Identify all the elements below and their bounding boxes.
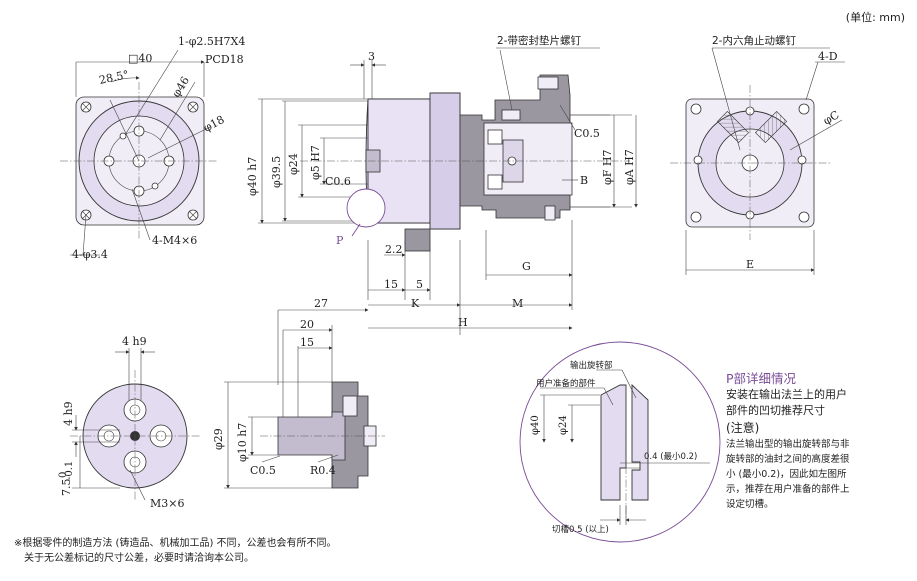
front-view: □40 1-φ2.5H7X4 PCD18 28.5° φ46 φ18 4-φ3.… (60, 35, 245, 261)
label-seal-screw: 2-带密封垫片螺钉 (497, 34, 581, 47)
label-b: B (580, 174, 588, 187)
footnote-1: ※根据零件的制造方法 (铸造品、机械加工品) 不同，公差也会有所不同。 (14, 538, 337, 549)
label-tol-upper: 0 (58, 472, 69, 478)
label-dim-22: 2.2 (385, 243, 403, 256)
label-p: P (336, 234, 344, 247)
p-detail-note4: 示，推荐在用户准备的部件上 (726, 484, 850, 495)
footnote-2: 关于无公差标记的尺寸公差，必要时请洽询本公司。 (24, 553, 254, 564)
label-dia46: φ46 (170, 74, 193, 99)
footnotes: ※根据零件的制造方法 (铸造品、机械加工品) 不同，公差也会有所不同。 关于无公… (14, 536, 337, 566)
label-c06: C0.6 (325, 175, 351, 188)
label-dim-15: 15 (384, 278, 398, 291)
label-key-height: 4 h9 (62, 401, 75, 426)
label-detail-dia24: φ24 (558, 415, 569, 435)
p-detail-note3: 小 (最小0.2)，因此如左图所 (726, 469, 847, 480)
label-e: E (746, 258, 754, 271)
label-dia29: φ29 (212, 428, 225, 450)
label-holes-25: 1-φ2.5H7X4 (178, 35, 245, 48)
p-detail-line1: 安装在输出法兰上的用户 (726, 388, 847, 401)
detail-p-view: 输出旋转部 用户准备的部件 φ40 φ24 0.4 (最小0.2) 切槽0.5 … (519, 341, 721, 543)
label-dia5h7: φ5 H7 (309, 145, 322, 180)
label-dia-c: φC (821, 108, 841, 127)
p-detail-note5: 设定切槽。 (726, 499, 774, 510)
label-c05-shaft: C0.5 (250, 464, 276, 477)
p-detail-notes: P部详细情况 安装在输出法兰上的用户 部件的凹切推荐尺寸 (注意) 法兰输出型的… (726, 370, 876, 512)
label-dim-75: 7.5 (60, 479, 73, 497)
label-dim-15-shaft: 15 (300, 336, 314, 349)
label-detail-dia40: φ40 (530, 415, 541, 435)
label-dia10h7: φ10 h7 (236, 423, 249, 462)
label-dia-a: φA H7 (623, 149, 636, 185)
label-square-40: □40 (128, 52, 152, 65)
label-dim-3: 3 (368, 50, 375, 63)
p-detail-title: P部详细情况 (726, 371, 797, 386)
shaft-side-view: 20 15 φ29 φ10 h7 C0.5 R0.4 (212, 318, 385, 489)
shaft-front-view: 4 h9 4 h9 7.5 0 -0.1 M3×6 (58, 335, 200, 510)
label-k: K (411, 297, 420, 310)
label-pcd18: PCD18 (205, 53, 244, 66)
label-corner-holes: 4-φ3.4 (72, 248, 108, 261)
label-4d: 4-D (818, 50, 838, 63)
label-g: G (522, 260, 531, 273)
label-user-part: 用户准备的部件 (536, 378, 596, 389)
label-output-rotor: 输出旋转部 (570, 360, 613, 371)
label-tol-lower: -0.1 (64, 461, 75, 480)
p-detail-caution: (注意) (726, 421, 760, 435)
label-dia40h7: φ40 h7 (246, 157, 259, 196)
label-dia-f: φF H7 (601, 150, 614, 185)
label-angle: 28.5° (98, 68, 130, 87)
label-dia395: φ39.5 (270, 156, 283, 188)
p-detail-line2: 部件的凹切推荐尺寸 (726, 404, 825, 417)
rear-view: 2-内六角止动螺钉 4-D φC E (670, 34, 845, 275)
detail-p-marker (346, 188, 386, 228)
label-key-width: 4 h9 (122, 335, 147, 348)
label-set-screw: 2-内六角止动螺钉 (712, 34, 796, 47)
p-detail-note2: 旋转部的油封之间的高度差很 (726, 454, 850, 465)
label-dim-20: 20 (300, 318, 314, 331)
label-m: M (512, 297, 523, 310)
label-dia18: φ18 (201, 113, 226, 135)
label-dim-27: 27 (314, 297, 328, 310)
label-dia24: φ24 (287, 153, 300, 175)
label-tapped-holes: 4-M4×6 (152, 234, 197, 247)
label-r04: R0.4 (310, 464, 336, 477)
side-view: 3 2-带密封垫片螺钉 φ40 h7 φ39.5 φ24 φ5 H7 C0.6 … (246, 34, 638, 385)
label-gap: 0.4 (最小0.2) (644, 451, 697, 462)
label-h: H (458, 316, 468, 329)
label-dim-5: 5 (416, 278, 423, 291)
p-detail-note1: 法兰输出型的输出旋转部与非 (726, 439, 850, 450)
unit-label: (单位: mm) (845, 11, 905, 24)
label-m3x6: M3×6 (150, 497, 184, 510)
label-c05: C0.5 (574, 127, 600, 140)
label-groove: 切槽0.5 (以上) (552, 524, 609, 535)
